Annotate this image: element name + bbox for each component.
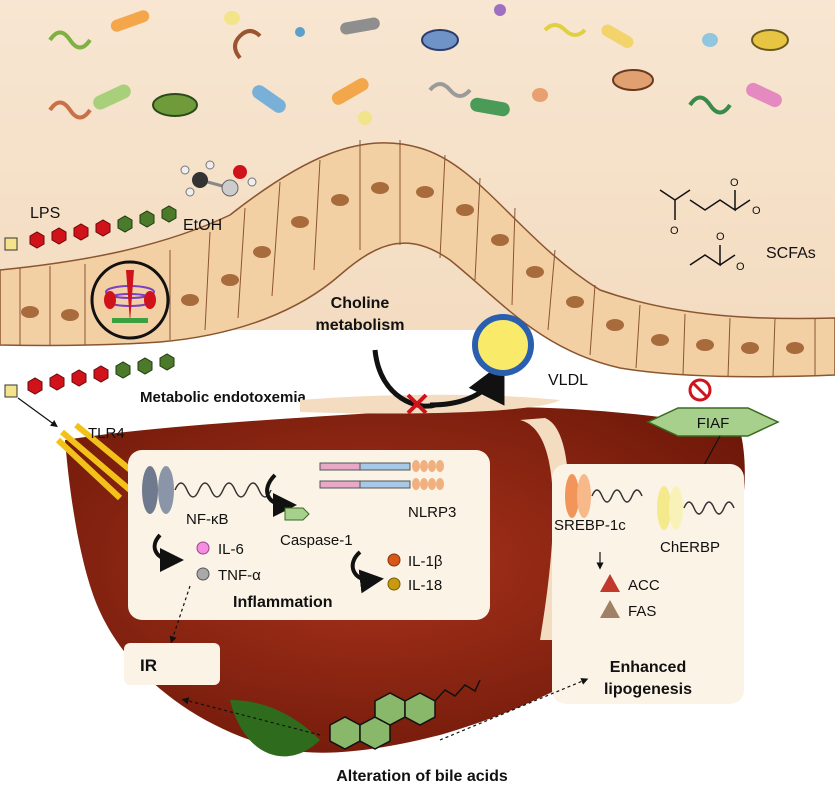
metabolic-endotoxemia-label: Metabolic endotoxemia (140, 389, 307, 406)
scfa-atoms: O O O O O (670, 177, 761, 273)
ir-label: IR (140, 656, 157, 675)
scfa-o-2: O (730, 177, 739, 189)
choline-label-1: Choline (331, 295, 390, 312)
caspase-label: Caspase-1 (280, 532, 353, 549)
il18-dot (387, 577, 401, 591)
scfa-o-5: O (736, 261, 745, 273)
caspase-cytokine-arrow (350, 550, 384, 594)
bile-ir-arrow (181, 697, 321, 736)
lps-chain-lumen (4, 205, 177, 251)
scfa-o-4: O (716, 231, 725, 243)
lipogenesis-label-1: Enhanced (610, 659, 686, 676)
epithelium-layer (0, 142, 835, 378)
acc-triangle (600, 574, 620, 592)
ir-box (124, 643, 220, 685)
scfas-label: SCFAs (766, 245, 816, 262)
fiaf-block (646, 378, 780, 504)
nfkb-cytokine-arrow (152, 533, 184, 572)
tnfa-dot (196, 567, 210, 581)
lps-chain-circulation (4, 353, 175, 428)
lps-label: LPS (30, 205, 60, 222)
nlrp3-arrow (265, 473, 297, 517)
srebp-label: SREBP-1c (554, 517, 626, 534)
nfkb-label: NF-κB (186, 511, 229, 528)
vldl-arrow (429, 361, 505, 408)
nfkb-helix (142, 466, 272, 514)
tnfa-label: TNF-α (218, 567, 261, 584)
lipogenesis-panel (552, 464, 744, 704)
cherbp-label: ChERBP (660, 539, 720, 556)
bile-lipogenesis-arrow (439, 678, 589, 741)
acc-label: ACC (628, 577, 660, 594)
lipogenesis-label-2: lipogenesis (604, 681, 692, 698)
blocked-x-icon (406, 393, 428, 415)
enterocyte-nuclei (21, 182, 804, 354)
scfa-structures (659, 189, 751, 267)
tight-junction-inset (90, 260, 170, 340)
choline-label-2: metabolism (316, 317, 405, 334)
ethanol-molecule (180, 160, 257, 197)
cell-borders (19, 140, 816, 378)
fiaf-label: FIAF (697, 415, 730, 432)
vldl-particle (472, 314, 534, 376)
bile-acids-label: Alteration of bile acids (336, 768, 508, 785)
il6-dot (196, 541, 210, 555)
inflammation-label: Inflammation (233, 594, 333, 611)
cherbp-helix (657, 486, 735, 530)
etoh-label: EtOH (183, 217, 222, 234)
fas-label: FAS (628, 603, 656, 620)
gallbladder (230, 700, 320, 757)
nlrp3-label: NLRP3 (408, 504, 456, 521)
il18-label: IL-18 (408, 577, 442, 594)
il6-label: IL-6 (218, 541, 244, 558)
scfa-o-3: O (752, 205, 761, 217)
bile-acid-structure (329, 679, 481, 750)
gut-microbes (48, 4, 789, 125)
nlrp3-complex (319, 460, 444, 490)
il1b-label: IL-1β (408, 553, 443, 570)
srebp-helix (565, 474, 643, 518)
vldl-label: VLDL (548, 372, 588, 389)
fas-triangle (600, 600, 620, 618)
choline-arrow (372, 349, 436, 409)
tlr4-label: TLR4 (88, 425, 125, 442)
inflammation-panel (128, 450, 490, 620)
il1b-dot (387, 553, 401, 567)
caspase-icon (284, 507, 310, 521)
scfa-o-1: O (670, 225, 679, 237)
